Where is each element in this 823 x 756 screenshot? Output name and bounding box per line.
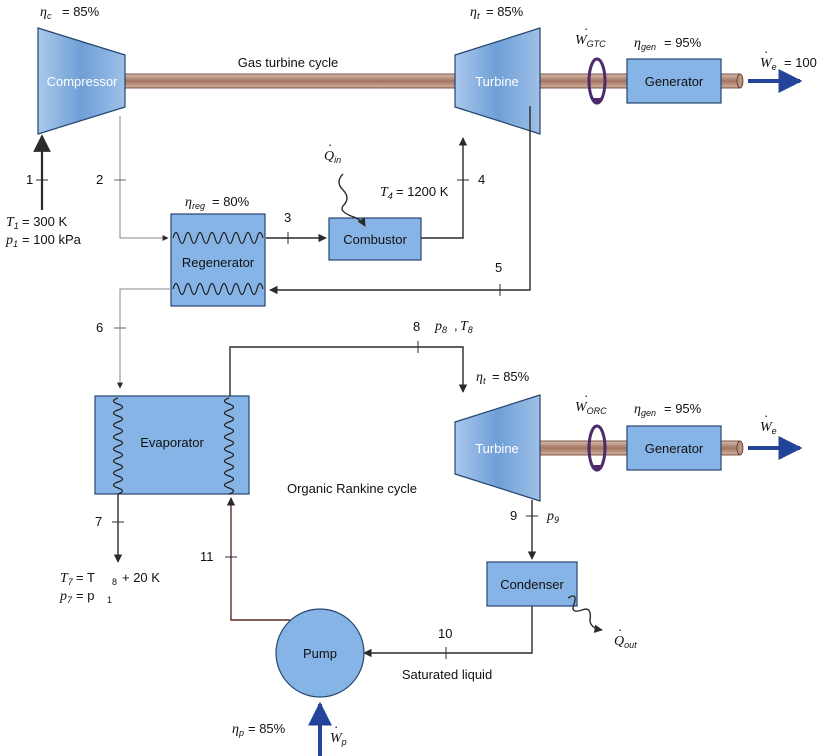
compressor-efficiency: = 85%: [62, 4, 100, 19]
t7-eq: = T: [76, 570, 95, 585]
p9-symbol: p9: [546, 509, 559, 525]
w-gtc-symbol: WGTC: [575, 33, 606, 49]
state-7: 7: [95, 514, 102, 529]
pump-shape: [275, 608, 365, 698]
p8-symbol: p8: [434, 319, 447, 335]
gas-turbine-eff-symbol: ηt: [470, 5, 480, 21]
orc-generator-eff-symbol: ηgen: [634, 402, 656, 418]
regenerator-coil-bottom: [172, 282, 264, 296]
p7-sub1: 1: [107, 595, 112, 605]
gas-cycle-title: Gas turbine cycle: [238, 55, 338, 70]
t7-symbol: T7: [60, 571, 74, 587]
w-gtc-dot: ·: [584, 21, 588, 36]
combustor-box: [328, 217, 422, 261]
gas-rotation-arrow: [593, 98, 601, 103]
regenerator-label: Regenerator: [182, 255, 255, 270]
gas-shaft: [124, 73, 456, 89]
q-out-dot: ·: [618, 622, 622, 637]
state-4: 4: [478, 172, 485, 187]
compressor-eff-symbol: ηc: [40, 5, 52, 21]
p1-symbol: p1: [5, 233, 18, 249]
orc-turbine-label: Turbine: [475, 441, 519, 456]
line-5: [269, 106, 531, 295]
orc-generator-efficiency: = 95%: [664, 401, 702, 416]
gas-turbine-label: Turbine: [475, 74, 519, 89]
gas-generator-label: Generator: [645, 74, 704, 89]
state-3: 3: [284, 210, 291, 225]
combustor-label: Combustor: [343, 232, 407, 247]
gas-generator-box: [626, 58, 722, 104]
t7-plus: + 20 K: [122, 570, 160, 585]
state-5: 5: [495, 260, 502, 275]
wp-symbol: Wp: [330, 731, 347, 747]
we-orc-symbol: We: [760, 420, 777, 436]
gas-turbine-shape: [454, 27, 541, 135]
evaporator-label: Evaporator: [140, 435, 204, 450]
state-11: 11: [200, 549, 214, 564]
evaporator-coil-right: [223, 397, 235, 495]
we-gas-value: = 100: [784, 55, 817, 70]
t8-symbol: T8: [460, 319, 473, 335]
line-10: [363, 606, 533, 658]
pump-label: Pump: [303, 646, 337, 661]
gas-turbine-efficiency: = 85%: [486, 4, 524, 19]
gas-generator-eff-symbol: ηgen: [634, 36, 656, 52]
t1-value: = 300 K: [22, 214, 68, 229]
orc-shaft-end: [736, 440, 744, 456]
state-2: 2: [96, 172, 103, 187]
line-4: [421, 137, 468, 239]
we-orc-dot: ·: [764, 408, 768, 423]
state-6: 6: [96, 320, 103, 335]
orc-generator-label: Generator: [645, 441, 704, 456]
q-in-arrow: [338, 173, 366, 227]
line-6: [117, 288, 170, 389]
gas-generator-efficiency: = 95%: [664, 35, 702, 50]
t7-sub8: 8: [112, 577, 117, 587]
p7-symbol: p7: [59, 589, 73, 605]
regenerator-box: [170, 213, 266, 307]
w-orc-symbol: WORC: [575, 400, 607, 416]
gas-shaft-end: [736, 73, 744, 89]
line-2: [119, 116, 169, 241]
condenser-label: Condenser: [500, 577, 564, 592]
line-11: [226, 497, 290, 621]
orc-turbine-shape: [454, 394, 541, 502]
regenerator-efficiency: = 80%: [212, 194, 250, 209]
we-gas-dot: ·: [764, 44, 768, 59]
saturated-liquid-label: Saturated liquid: [402, 667, 492, 682]
we-gas-symbol: We: [760, 56, 777, 72]
t4-value: = 1200 K: [396, 184, 449, 199]
compressor-label: Compressor: [47, 74, 118, 89]
state-10: 10: [438, 626, 452, 641]
evaporator-coil-left: [112, 397, 124, 495]
line-8: [229, 346, 468, 396]
state-8: 8: [413, 319, 420, 334]
t1-symbol: T1: [6, 215, 19, 231]
pump-eff-symbol: ηp: [232, 722, 244, 738]
pump-efficiency: = 85%: [248, 721, 286, 736]
regenerator-eff-symbol: ηreg: [185, 195, 205, 211]
t4-symbol: T4: [380, 185, 393, 201]
w-orc-dot: ·: [584, 388, 588, 403]
compressor-shape: [37, 27, 126, 135]
orc-cycle-title: Organic Rankine cycle: [287, 481, 417, 496]
orc-generator-box: [626, 425, 722, 471]
q-in-dot: ·: [328, 137, 332, 152]
p8t8-sep: ,: [454, 318, 458, 333]
orc-rotation-arrow: [593, 465, 601, 470]
state-9: 9: [510, 508, 517, 523]
orc-turbine-eff-symbol: ηt: [476, 370, 486, 386]
q-in-symbol: Qin: [324, 149, 341, 165]
orc-turbine-efficiency: = 85%: [492, 369, 530, 384]
state-1: 1: [26, 172, 33, 187]
q-out-arrow: [567, 595, 603, 633]
p7-eq: = p: [76, 588, 94, 603]
wp-dot: ·: [334, 719, 338, 734]
regenerator-coil-top: [172, 231, 264, 245]
condenser-box: [486, 561, 578, 607]
p1-value: = 100 kPa: [22, 232, 82, 247]
